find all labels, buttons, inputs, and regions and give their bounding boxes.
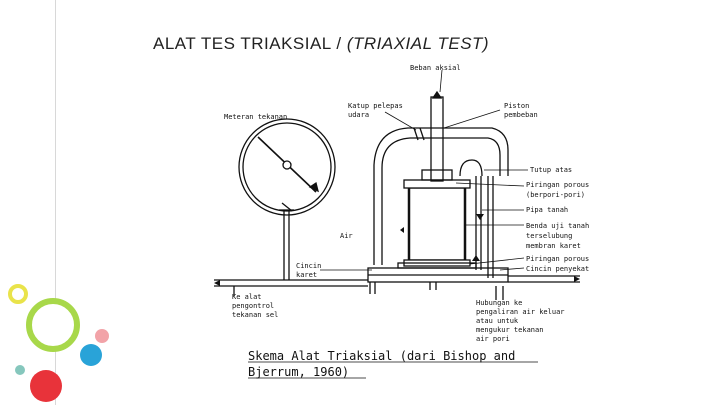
pressure-gauge — [238, 118, 336, 216]
slide-title: ALAT TES TRIAKSIAL / (TRIAXIAL TEST) — [153, 34, 489, 54]
label-tutup-atas: Tutup atas — [530, 166, 572, 174]
label-meteran: Meteran tekanan — [224, 113, 287, 121]
label-piston-2: pembeban — [504, 111, 538, 119]
loading-piston — [430, 96, 444, 182]
decor-circle-teal — [15, 365, 25, 375]
label-cincin-penyekat: Cincin penyekat — [526, 265, 589, 273]
label-hubungan-1: Hubungan ke — [476, 299, 522, 307]
label-ke-alat-2: pengontrol — [232, 302, 274, 310]
label-benda-2: terselubung — [526, 232, 572, 240]
slide-title-italic: (TRIAXIAL TEST) — [346, 34, 490, 53]
decor-circle-cyan — [80, 344, 102, 366]
label-piston-1: Piston — [504, 102, 529, 110]
label-cincin-karet-1: Cincin — [296, 262, 321, 270]
label-hubungan-2: pengaliran air keluar — [476, 308, 565, 316]
label-benda-1: Benda uji tanah — [526, 222, 589, 230]
label-katup-pelepas-1: Katup pelepas — [348, 102, 403, 110]
label-air: Air — [340, 232, 353, 240]
label-katup-pelepas-2: udara — [348, 111, 369, 119]
label-ke-alat-1: Ke alat — [232, 293, 262, 301]
label-cincin-karet-2: karet — [296, 271, 317, 279]
label-hubungan-4: mengukur tekanan — [476, 326, 543, 334]
cell-chamber — [381, 137, 501, 265]
label-benda-3: membran karet — [526, 242, 581, 250]
label-hubungan-5: air pori — [476, 335, 510, 343]
decor-circle-pink — [95, 329, 109, 343]
caption-line-1: Skema Alat Triaksial (dari Bishop and — [248, 349, 515, 363]
label-piringan-2: (berpori-pori) — [526, 191, 585, 199]
decor-circle-yellow — [8, 284, 28, 304]
label-ke-alat-3: tekanan sel — [232, 311, 278, 319]
label-beban-aksial: Beban aksial — [410, 64, 461, 72]
label-piringan-bawah: Piringan porous — [526, 255, 589, 263]
label-piringan-1: Piringan porous — [526, 181, 589, 189]
label-pipa-tanah: Pipa tanah — [526, 206, 568, 214]
decor-circle-green — [26, 298, 80, 352]
caption-line-2: Bjerrum, 1960) — [248, 365, 349, 379]
decor-circle-red — [30, 370, 62, 402]
slide-title-main: ALAT TES TRIAKSIAL / — [153, 34, 347, 53]
sidebar — [0, 0, 56, 405]
soil-specimen — [408, 187, 466, 261]
label-hubungan-3: atau untuk — [476, 317, 519, 325]
